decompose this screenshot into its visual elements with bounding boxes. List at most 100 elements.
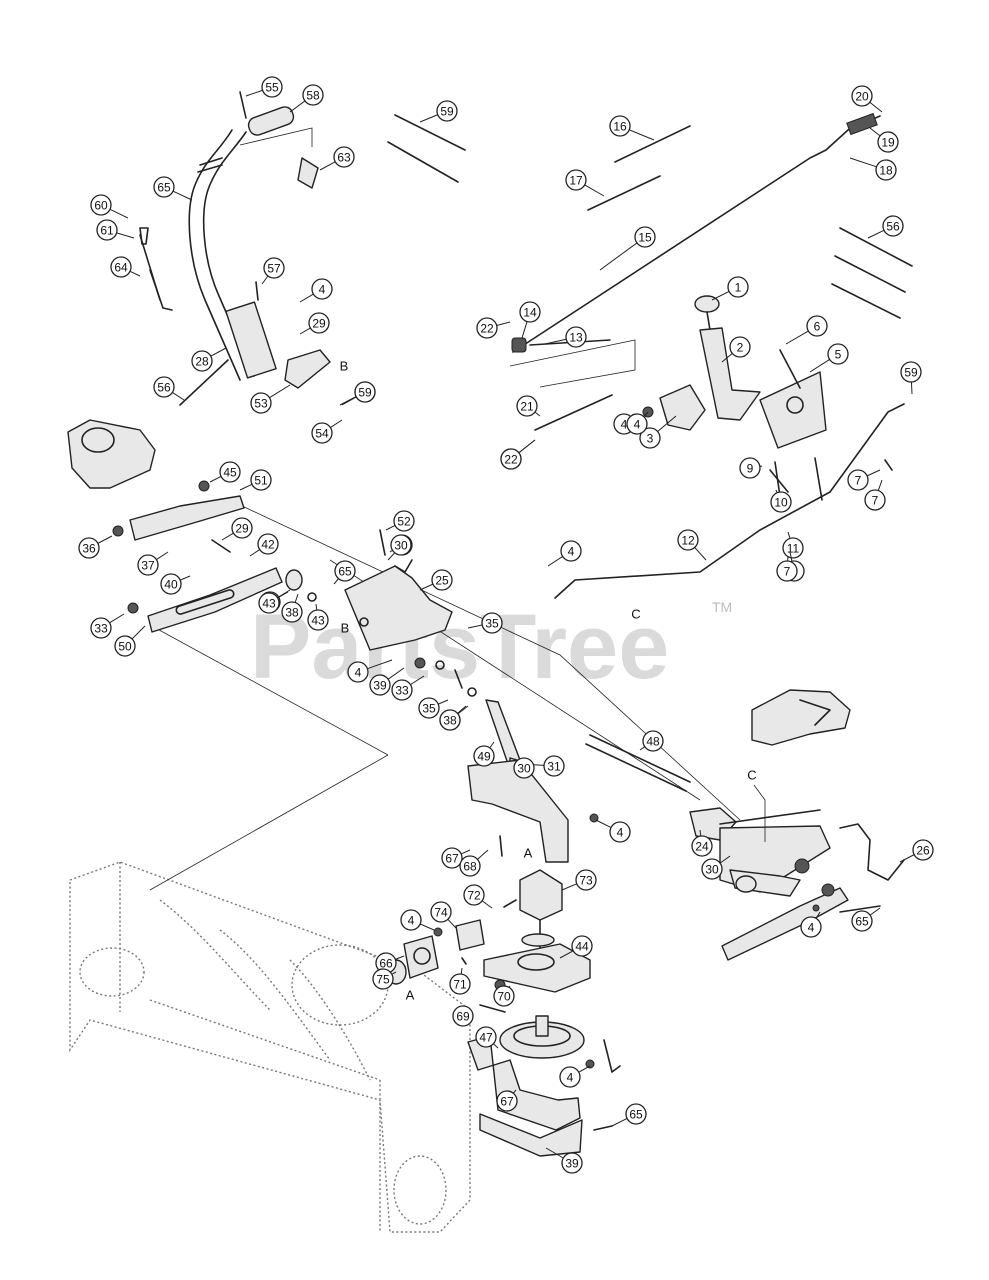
callout-number: 7 [855, 474, 862, 488]
leader-line [694, 547, 707, 561]
leader-line [599, 242, 638, 271]
leader-line [180, 575, 191, 581]
leader-line [584, 184, 605, 197]
callout-65: 65 [851, 907, 881, 932]
leader-line [395, 955, 405, 960]
callout-68: 68 [459, 849, 489, 877]
callout-number: 38 [443, 714, 457, 728]
callout-10: 10 [770, 489, 792, 513]
callout-balloon [882, 215, 904, 237]
callout-number: 56 [157, 381, 171, 395]
callout-balloon [90, 617, 112, 639]
callout-28: 28 [191, 347, 227, 372]
leader-line [447, 918, 457, 929]
callout-balloon [806, 315, 828, 337]
callout-29: 29 [221, 517, 253, 541]
callout-balloon [770, 491, 792, 513]
callout-balloon [333, 146, 355, 168]
callout-65: 65 [611, 1103, 647, 1127]
callout-number: 59 [440, 105, 454, 119]
callout-balloon [311, 278, 333, 300]
callout-4: 4 [626, 411, 649, 435]
leader-line [438, 699, 449, 705]
callout-number: 53 [254, 397, 268, 411]
callout-75: 75 [372, 968, 397, 990]
leader-line [319, 161, 336, 171]
callout-number: 48 [646, 735, 660, 749]
leader-line [711, 291, 730, 301]
callout-19: 19 [869, 127, 899, 153]
callout-38: 38 [439, 705, 469, 731]
leader-line [699, 829, 702, 837]
callout-balloon [160, 573, 182, 595]
callout-43: 43 [258, 589, 291, 614]
callout-balloon [642, 730, 664, 752]
callout-balloon [864, 489, 886, 511]
callout-number: 42 [261, 538, 275, 552]
callout-number: 59 [358, 386, 372, 400]
callout-number: 35 [422, 702, 436, 716]
leader-line [493, 1043, 499, 1049]
callout-balloon [257, 533, 279, 555]
callout-number: 30 [517, 762, 531, 776]
callout-balloon [347, 661, 369, 683]
leader-line [294, 593, 299, 603]
callout-number: 29 [312, 317, 326, 331]
callout-balloon [153, 176, 175, 198]
callout-balloon [543, 755, 565, 777]
callout-60: 60 [90, 194, 129, 219]
callout-4: 4 [347, 659, 393, 683]
shaft-45 [585, 734, 691, 792]
callout-balloon [575, 869, 597, 891]
leader-line [544, 338, 567, 345]
callout-1: 1 [711, 276, 749, 301]
leader-line [131, 625, 146, 640]
callout-4: 4 [547, 540, 582, 567]
callout-71: 71 [449, 967, 471, 995]
callout-number: 4 [634, 418, 641, 432]
callout-64: 64 [110, 256, 141, 278]
callout-number: 19 [881, 136, 895, 150]
callout-balloon [250, 469, 272, 491]
callout-balloon [800, 916, 822, 938]
callout-balloon [90, 194, 112, 216]
callout-balloon [609, 821, 631, 843]
callout-59: 59 [341, 381, 376, 406]
callout-number: 50 [118, 640, 132, 654]
callout-61: 61 [96, 219, 135, 241]
callout-balloon [877, 131, 899, 153]
callout-balloon [496, 1090, 518, 1112]
callout-number: 3 [647, 432, 654, 446]
callout-69: 69 [452, 1005, 474, 1027]
leader-line [333, 578, 339, 585]
callout-33: 33 [391, 675, 425, 701]
callout-balloon [900, 361, 922, 383]
callout-balloon [565, 169, 587, 191]
callout-balloon [560, 540, 582, 562]
leader-line [785, 330, 809, 345]
leader-line [245, 89, 263, 97]
ref-letter-b-2: B [341, 621, 350, 636]
callout-number: 9 [747, 462, 754, 476]
callout-number: 63 [337, 151, 351, 165]
leader-line [639, 746, 646, 751]
callout-7: 7 [776, 555, 798, 582]
callout-65: 65 [153, 176, 193, 201]
rods-56-top [387, 114, 466, 183]
callout-number: 28 [195, 355, 209, 369]
callout-balloon [776, 560, 798, 582]
callout-number: 70 [497, 990, 511, 1004]
callout-47: 47 [475, 1026, 499, 1049]
callout-balloon [476, 317, 498, 339]
callout-balloon [390, 534, 412, 556]
callout-balloon [137, 554, 159, 576]
leader-line [867, 229, 885, 239]
callout-3: 3 [639, 415, 677, 449]
callout-38: 38 [281, 593, 303, 623]
callout-number: 73 [579, 874, 593, 888]
callout-balloon [851, 85, 873, 107]
callout-balloon [436, 100, 458, 122]
callout-balloon [493, 985, 515, 1007]
callout-4: 4 [299, 278, 333, 303]
callout-number: 11 [787, 542, 800, 556]
